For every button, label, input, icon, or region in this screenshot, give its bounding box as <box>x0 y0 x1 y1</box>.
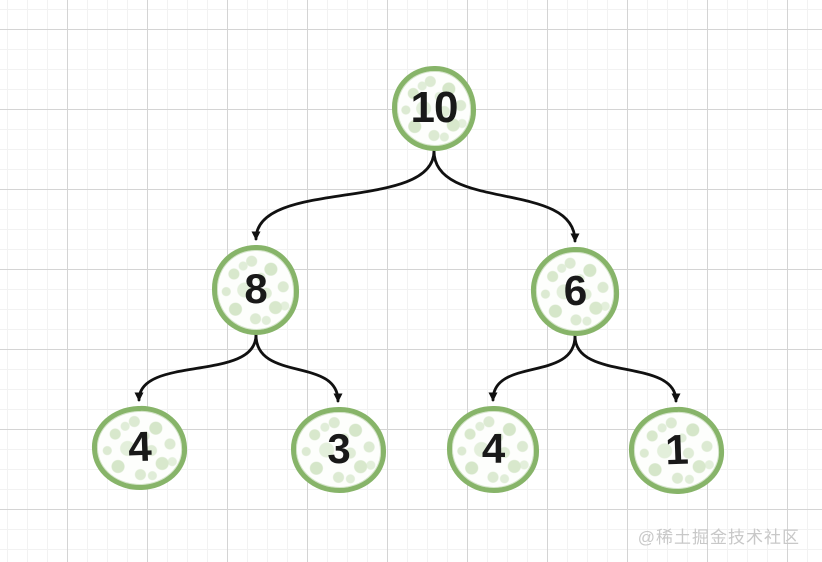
node-value: 6 <box>562 266 587 314</box>
edge-8-3 <box>254 333 343 403</box>
node-value: 4 <box>481 424 505 472</box>
tree-node-root[interactable]: 10 <box>392 66 476 151</box>
node-value: 8 <box>244 265 267 312</box>
node-value: 4 <box>127 422 152 471</box>
tree-node-right-right[interactable]: 1 <box>627 405 726 496</box>
tree-node-right-left[interactable]: 4 <box>447 406 539 493</box>
node-value: 3 <box>327 425 350 472</box>
edge-6-1 <box>573 334 681 403</box>
edge-10-8 <box>251 149 436 241</box>
node-value: 1 <box>664 425 689 473</box>
tree-node-left-left[interactable]: 4 <box>90 404 189 492</box>
node-value: 10 <box>410 82 459 132</box>
edge-10-6 <box>432 149 580 243</box>
edge-8-4 <box>134 333 258 402</box>
edge-6-4 <box>488 334 577 402</box>
watermark: @稀土掘金技术社区 <box>637 528 800 547</box>
tree-node-right[interactable]: 6 <box>529 245 621 338</box>
tree-node-left-right[interactable]: 3 <box>291 407 386 493</box>
tree-node-left[interactable]: 8 <box>212 245 299 335</box>
